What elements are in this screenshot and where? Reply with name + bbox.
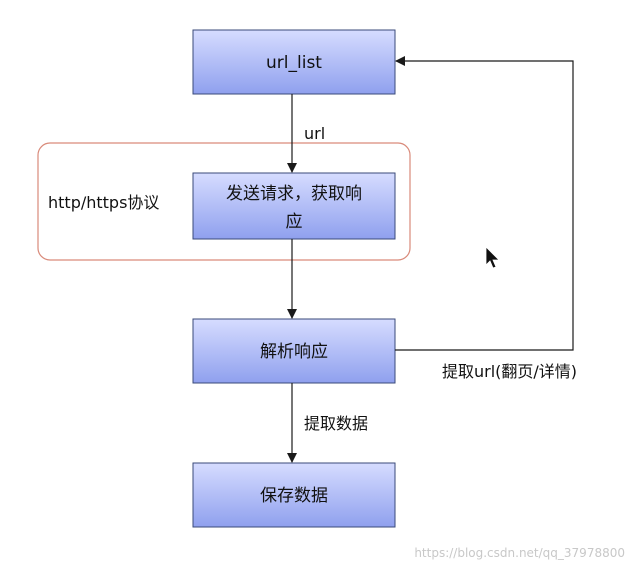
edge-label-extract-data: 提取数据	[304, 414, 368, 433]
node-parse-response: 解析响应	[192, 318, 396, 384]
watermark: https://blog.csdn.net/qq_37978800	[414, 546, 625, 560]
node-parse-response-label: 解析响应	[260, 342, 328, 362]
node-save-data-label: 保存数据	[260, 486, 328, 506]
node-send-request: 发送请求，获取响 应	[192, 172, 396, 240]
protocol-group-label: http/https协议	[48, 193, 159, 212]
node-url-list-label: url_list	[266, 53, 322, 73]
protocol-group-box	[37, 142, 411, 261]
node-url-list: url_list	[192, 29, 396, 95]
node-save-data: 保存数据	[192, 462, 396, 528]
edge-label-extract-url: 提取url(翻页/详情)	[442, 362, 577, 381]
mouse-cursor-icon	[485, 246, 500, 269]
edge-label-url: url	[304, 124, 325, 143]
edge-parse-to-url-list-loop	[395, 56, 574, 351]
node-send-request-label-line1: 发送请求，获取响	[226, 184, 362, 204]
node-send-request-label-line2: 应	[286, 212, 303, 232]
